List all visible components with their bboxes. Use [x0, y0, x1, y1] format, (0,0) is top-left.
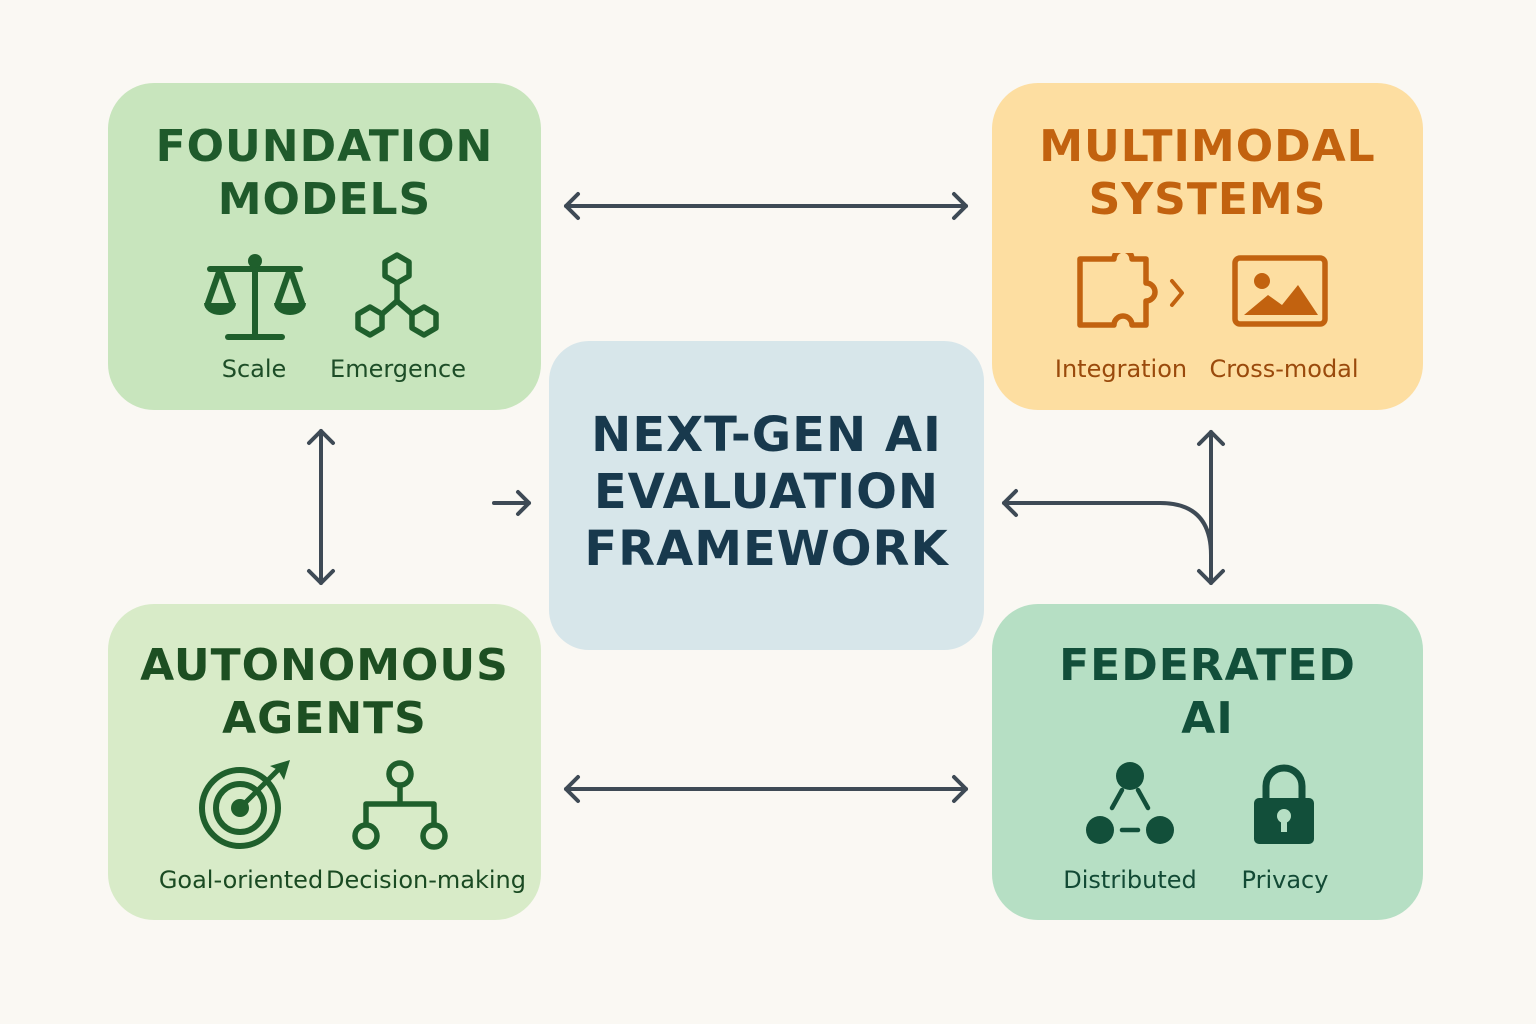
hexagon-network-icon [355, 252, 439, 338]
arrow-branch-to-center [1002, 489, 1213, 557]
framework-title: NEXT-GEN AI EVALUATION FRAMEWORK [584, 407, 949, 577]
arrow-foundation-autonomous [307, 429, 335, 585]
padlock-icon [1254, 764, 1314, 844]
decision-making-label: Decision-making [326, 866, 526, 894]
foundation-models-card: FOUNDATION MODELS [108, 83, 541, 410]
multimodal-title: MULTIMODAL SYSTEMS [1039, 121, 1376, 225]
multimodal-systems-card: MULTIMODAL SYSTEMS Integration Cross-mod… [992, 83, 1423, 410]
arrow-multimodal-federated [1197, 430, 1225, 585]
distributed-label: Distributed [1063, 866, 1197, 894]
arrow-foundation-multimodal [564, 192, 968, 220]
autonomous-title: AUTONOMOUS AGENTS [140, 640, 509, 744]
image-icon [1232, 255, 1328, 327]
privacy-label: Privacy [1241, 866, 1329, 894]
arrow-into-center [492, 490, 531, 516]
scale-label: Scale [221, 355, 287, 383]
foundation-title: FOUNDATION MODELS [155, 121, 494, 225]
federated-ai-card: FEDERATED AI Distributed Privacy [992, 604, 1423, 920]
puzzle-piece-icon [1077, 253, 1184, 328]
arrow-autonomous-federated [564, 775, 968, 803]
distributed-nodes-icon [1086, 762, 1174, 844]
decision-tree-icon [352, 760, 448, 850]
cross-modal-label: Cross-modal [1209, 355, 1359, 383]
federated-title: FEDERATED AI [1059, 640, 1356, 744]
center-framework-card: NEXT-GEN AI EVALUATION FRAMEWORK [549, 341, 984, 650]
autonomous-agents-card: AUTONOMOUS AGENTS Goal-oriented Decision… [108, 604, 541, 920]
balance-scale-icon [204, 254, 306, 340]
target-icon [199, 760, 290, 849]
integration-label: Integration [1054, 355, 1188, 383]
emergence-label: Emergence [330, 355, 466, 383]
goal-oriented-label: Goal-oriented [158, 866, 324, 894]
